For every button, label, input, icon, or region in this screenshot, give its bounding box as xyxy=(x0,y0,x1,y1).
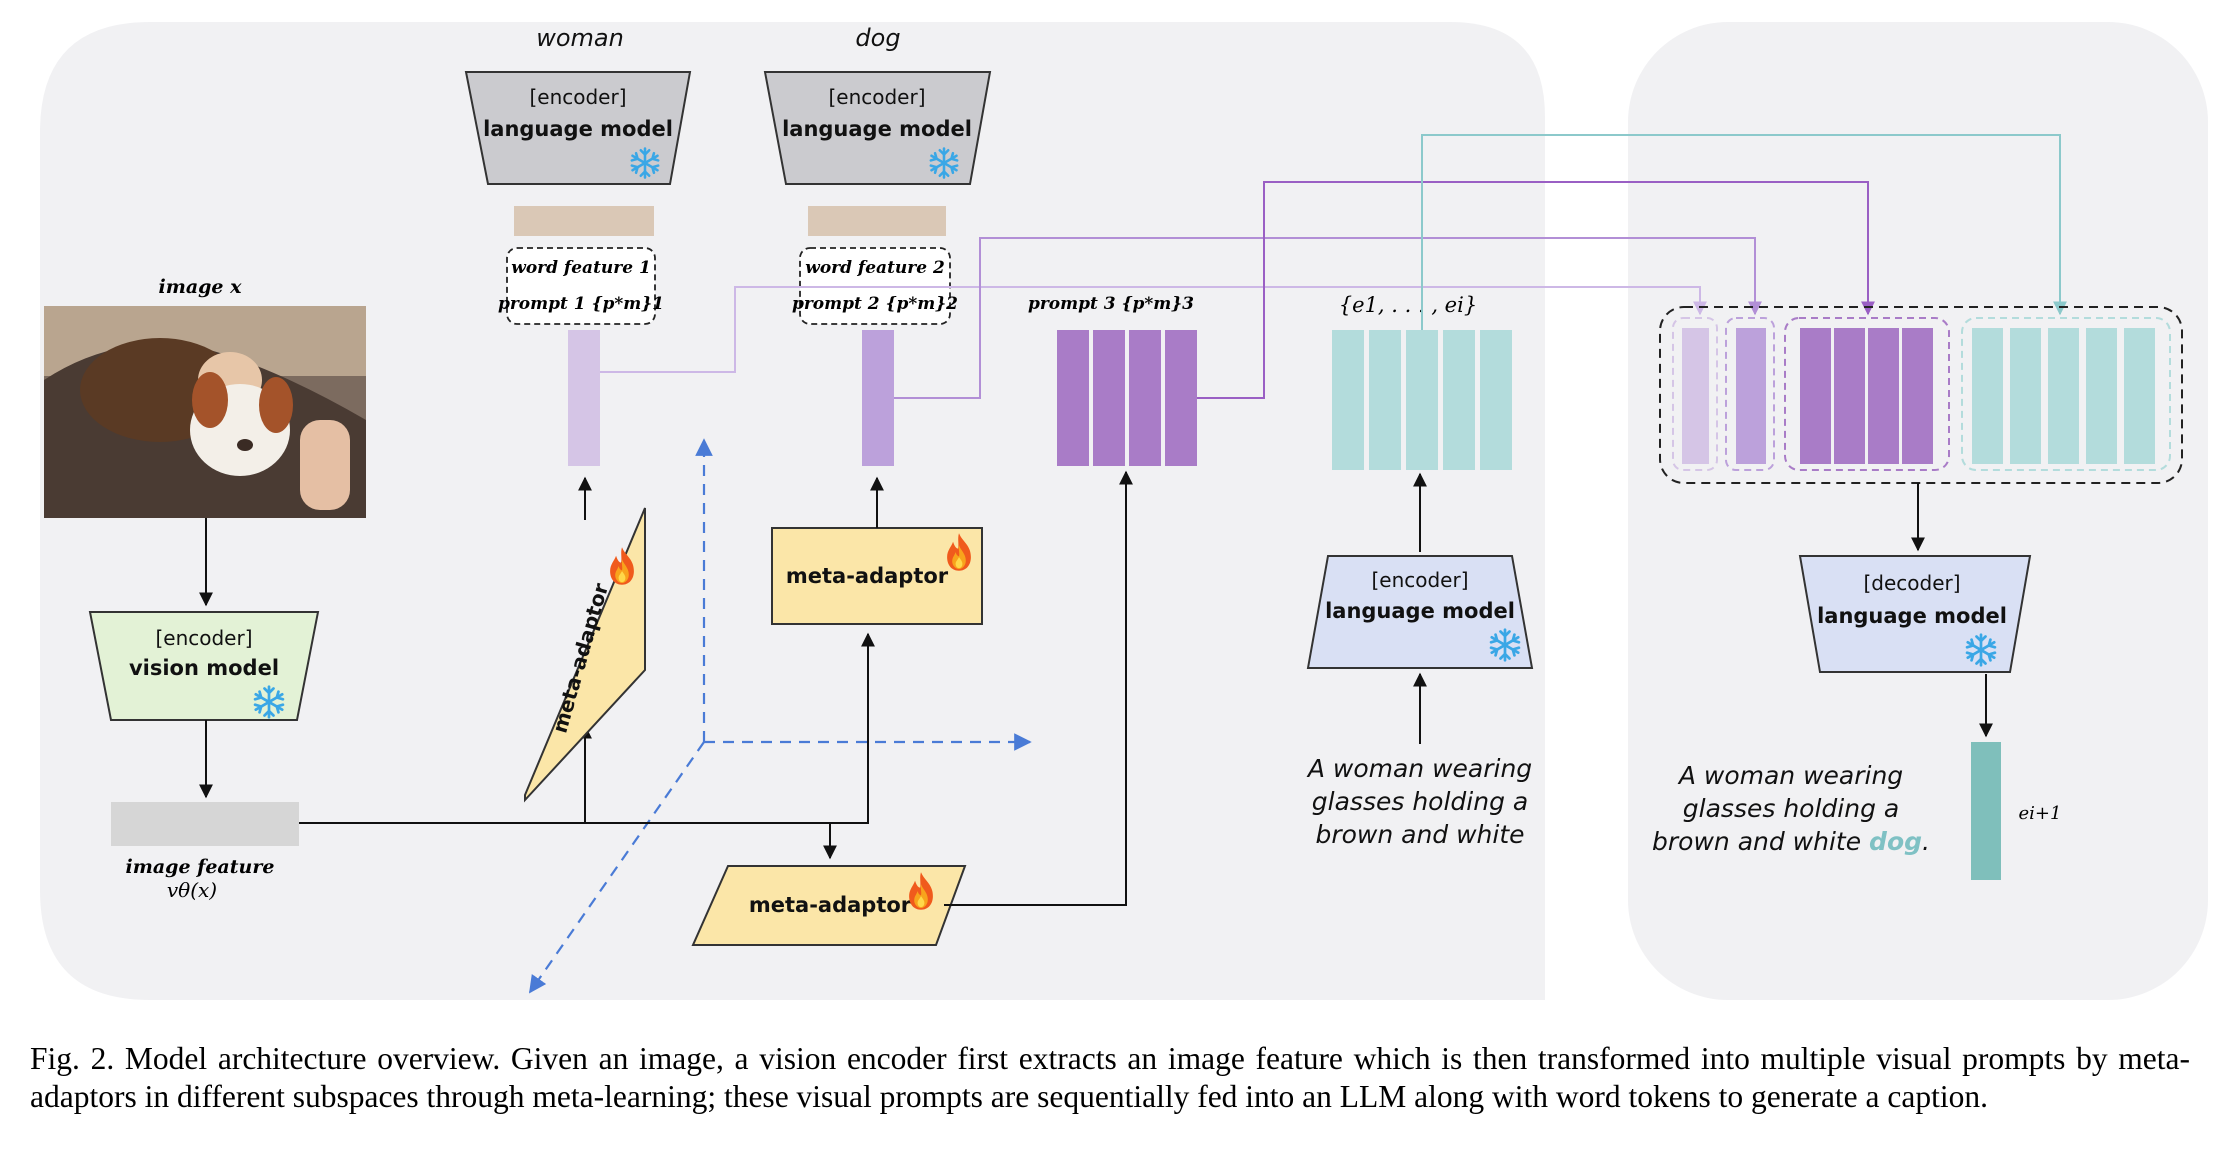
seq-prompt-2 xyxy=(1736,328,1766,464)
input-caption-line-2: glasses holding a xyxy=(1312,787,1528,816)
prompt-3-tokens xyxy=(1057,330,1197,466)
figure-caption: Fig. 2. Model architecture overview. Giv… xyxy=(30,1041,2190,1114)
prompt-2-route xyxy=(894,237,1762,399)
language-model-encoder-3: [encoder] language model xyxy=(1306,555,1534,669)
next-token xyxy=(1971,742,2001,880)
output-caption-highlight: dog xyxy=(1869,827,1922,856)
output-caption-line-3: brown and white dog. xyxy=(1652,827,1930,856)
lm3-tag: [encoder] xyxy=(1371,568,1468,592)
decoder-label: language model xyxy=(1817,604,2007,628)
image-label: image x xyxy=(159,276,243,298)
vision-encoder-tag: [encoder] xyxy=(155,626,252,650)
output-caption-suffix: . xyxy=(1922,827,1930,856)
input-caption-line-1: A woman wearing xyxy=(1306,754,1532,783)
input-caption-line-3: brown and white xyxy=(1315,820,1524,849)
tokens-label: {e1, . . . , ei} xyxy=(1339,293,1477,317)
language-model-encoder-2: [encoder] language model xyxy=(763,71,992,185)
prompt-3-label: prompt 3 {p*m}3 xyxy=(1028,294,1194,314)
lm2-tag: [encoder] xyxy=(828,85,925,109)
lm2-label: language model xyxy=(782,117,972,141)
output-caption: A woman wearing glasses holding a brown … xyxy=(1652,761,1930,856)
input-caption: A woman wearing glasses holding a brown … xyxy=(1306,754,1532,849)
meta-adaptor-2: meta-adaptor xyxy=(771,527,983,625)
prompt-1-route xyxy=(600,286,1707,373)
word-woman: woman xyxy=(536,24,624,52)
word-feature-2-label: word feature 2 xyxy=(805,258,945,278)
seq-prompt-1 xyxy=(1682,328,1709,464)
prompt-1-token xyxy=(568,330,600,466)
language-model-decoder: [decoder] language model xyxy=(1798,555,2032,673)
meta-adaptor-3-label: meta-adaptor xyxy=(749,893,912,917)
meta-adaptor-3: meta-adaptor xyxy=(691,865,967,946)
prompt-2-token xyxy=(862,330,894,466)
lm3-label: language model xyxy=(1325,599,1515,623)
next-token-label: ei+1 xyxy=(2019,803,2062,824)
tokens-route xyxy=(1421,134,2067,330)
word-feature-1-box xyxy=(506,247,656,325)
architecture-diagram: image x [encoder] vision model image fea… xyxy=(40,22,2208,1000)
image-feature-symbol: vθ(x) xyxy=(167,878,217,902)
lm1-label: language model xyxy=(483,117,673,141)
prompt-3-route xyxy=(1197,181,1875,399)
image-feature-bar xyxy=(111,802,299,846)
input-image xyxy=(44,306,366,518)
word-feature-2-bar xyxy=(808,206,946,236)
prompt-1-label: prompt 1 {p*m}1 xyxy=(498,294,664,314)
prompt-2-label: prompt 2 {p*m}2 xyxy=(792,294,958,314)
output-caption-line-3-prefix: brown and white xyxy=(1652,827,1869,856)
vision-encoder: [encoder] vision model xyxy=(88,611,320,721)
word-feature-1-bar xyxy=(514,206,654,236)
decoder-input-group xyxy=(1659,306,2183,484)
word-tokens xyxy=(1332,330,1512,470)
language-model-encoder-1: [encoder] language model xyxy=(464,71,692,185)
lm1-tag: [encoder] xyxy=(529,85,626,109)
vision-model-label: vision model xyxy=(129,656,279,680)
seq-word-tokens xyxy=(1972,328,2155,464)
word-feature-1-label: word feature 1 xyxy=(511,258,651,278)
encoder-panel xyxy=(40,22,1545,1000)
decoder-tag: [decoder] xyxy=(1863,571,1960,595)
output-caption-line-1: A woman wearing xyxy=(1677,761,1903,790)
image-feature-label: image feature xyxy=(126,856,275,878)
meta-adaptor-2-label: meta-adaptor xyxy=(786,564,949,588)
word-dog: dog xyxy=(855,24,900,52)
output-caption-line-2: glasses holding a xyxy=(1683,794,1899,823)
seq-prompt-3 xyxy=(1800,328,1933,464)
